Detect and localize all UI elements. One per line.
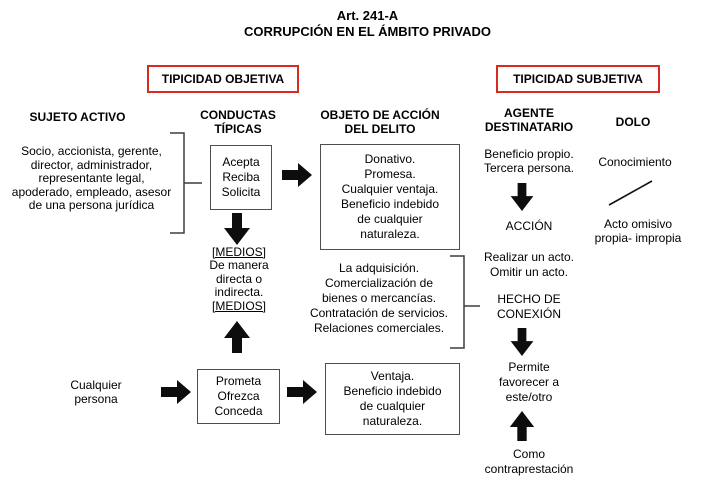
page-title: Art. 241-A CORRUPCIÓN EN EL ÁMBITO PRIVA… [15, 8, 720, 40]
header-dolo: DOLO [615, 115, 651, 129]
bracket-left-icon [450, 255, 480, 349]
acto-omisivo-text: Acto omisivo propia- impropia [594, 217, 682, 245]
ventaja-box-text: Ventaja. Beneficio indebido de cualquier… [343, 369, 442, 428]
slash-connector-icon [608, 180, 653, 206]
conocimiento-text: Conocimiento [598, 155, 672, 169]
arrow-up-icon [224, 321, 250, 353]
prometa-box: Prometa Ofrezca Conceda [197, 369, 280, 424]
arrow-right-icon [282, 163, 312, 187]
sujeto-activo-text: Socio, accionista, gerente, director, ad… [11, 144, 172, 212]
header-objeto-accion: OBJETO DE ACCIÓN DEL DELITO [320, 108, 440, 136]
acepta-box: Acepta Reciba Solicita [210, 145, 272, 210]
arrow-right-icon [161, 380, 191, 404]
beneficio-propio-text: Beneficio propio. Tercera persona. [483, 147, 575, 175]
header-agente-destinatario: AGENTE DESTINATARIO [484, 106, 574, 134]
arrow-down-icon [510, 328, 534, 356]
hecho-conexion-label: HECHO DE CONEXIÓN [496, 292, 561, 321]
prometa-box-text: Prometa Ofrezca Conceda [214, 374, 263, 418]
accion-label: ACCIÓN [505, 219, 553, 233]
ventaja-box: Ventaja. Beneficio indebido de cualquier… [325, 363, 460, 435]
banner-tipicidad-objetiva: TIPICIDAD OBJETIVA [147, 65, 299, 93]
adquisicion-text: La adquisición. Comercialización de bien… [309, 261, 449, 335]
title-subject: CORRUPCIÓN EN EL ÁMBITO PRIVADO [243, 24, 492, 39]
arrow-down-icon [224, 213, 250, 245]
banner-tipicidad-subjetiva: TIPICIDAD SUBJETIVA [496, 65, 660, 93]
arrow-right-icon [287, 380, 317, 404]
medios-block: [MEDIOS] De manera directa o indirecta. … [193, 245, 285, 313]
realizar-omitir-text: Realizar un acto. Omitir un acto. [483, 250, 575, 279]
title-article: Art. 241-A [336, 8, 399, 23]
arrow-up-icon [509, 411, 535, 441]
medios-label-bottom: [MEDIOS] [211, 298, 266, 313]
header-sujeto-activo: SUJETO ACTIVO [29, 110, 126, 124]
donativo-box-text: Donativo. Promesa. Cualquier ventaja. Be… [340, 152, 440, 241]
medios-label-top: [MEDIOS] [211, 245, 266, 259]
permite-favorecer-text: Permite favorecer a este/otro [498, 360, 560, 404]
cualquier-persona-text: Cualquier persona [70, 378, 122, 406]
header-conductas-tipicas: CONDUCTAS TÍPICAS [200, 108, 276, 136]
arrow-down-icon [510, 183, 534, 211]
bracket-right-icon [170, 132, 202, 234]
acepta-box-text: Acepta Reciba Solicita [221, 155, 261, 199]
donativo-box: Donativo. Promesa. Cualquier ventaja. Be… [320, 144, 460, 250]
medios-body-text: De manera directa o indirecta. [209, 258, 269, 300]
como-contraprestacion-text: Como contraprestación [484, 447, 574, 476]
